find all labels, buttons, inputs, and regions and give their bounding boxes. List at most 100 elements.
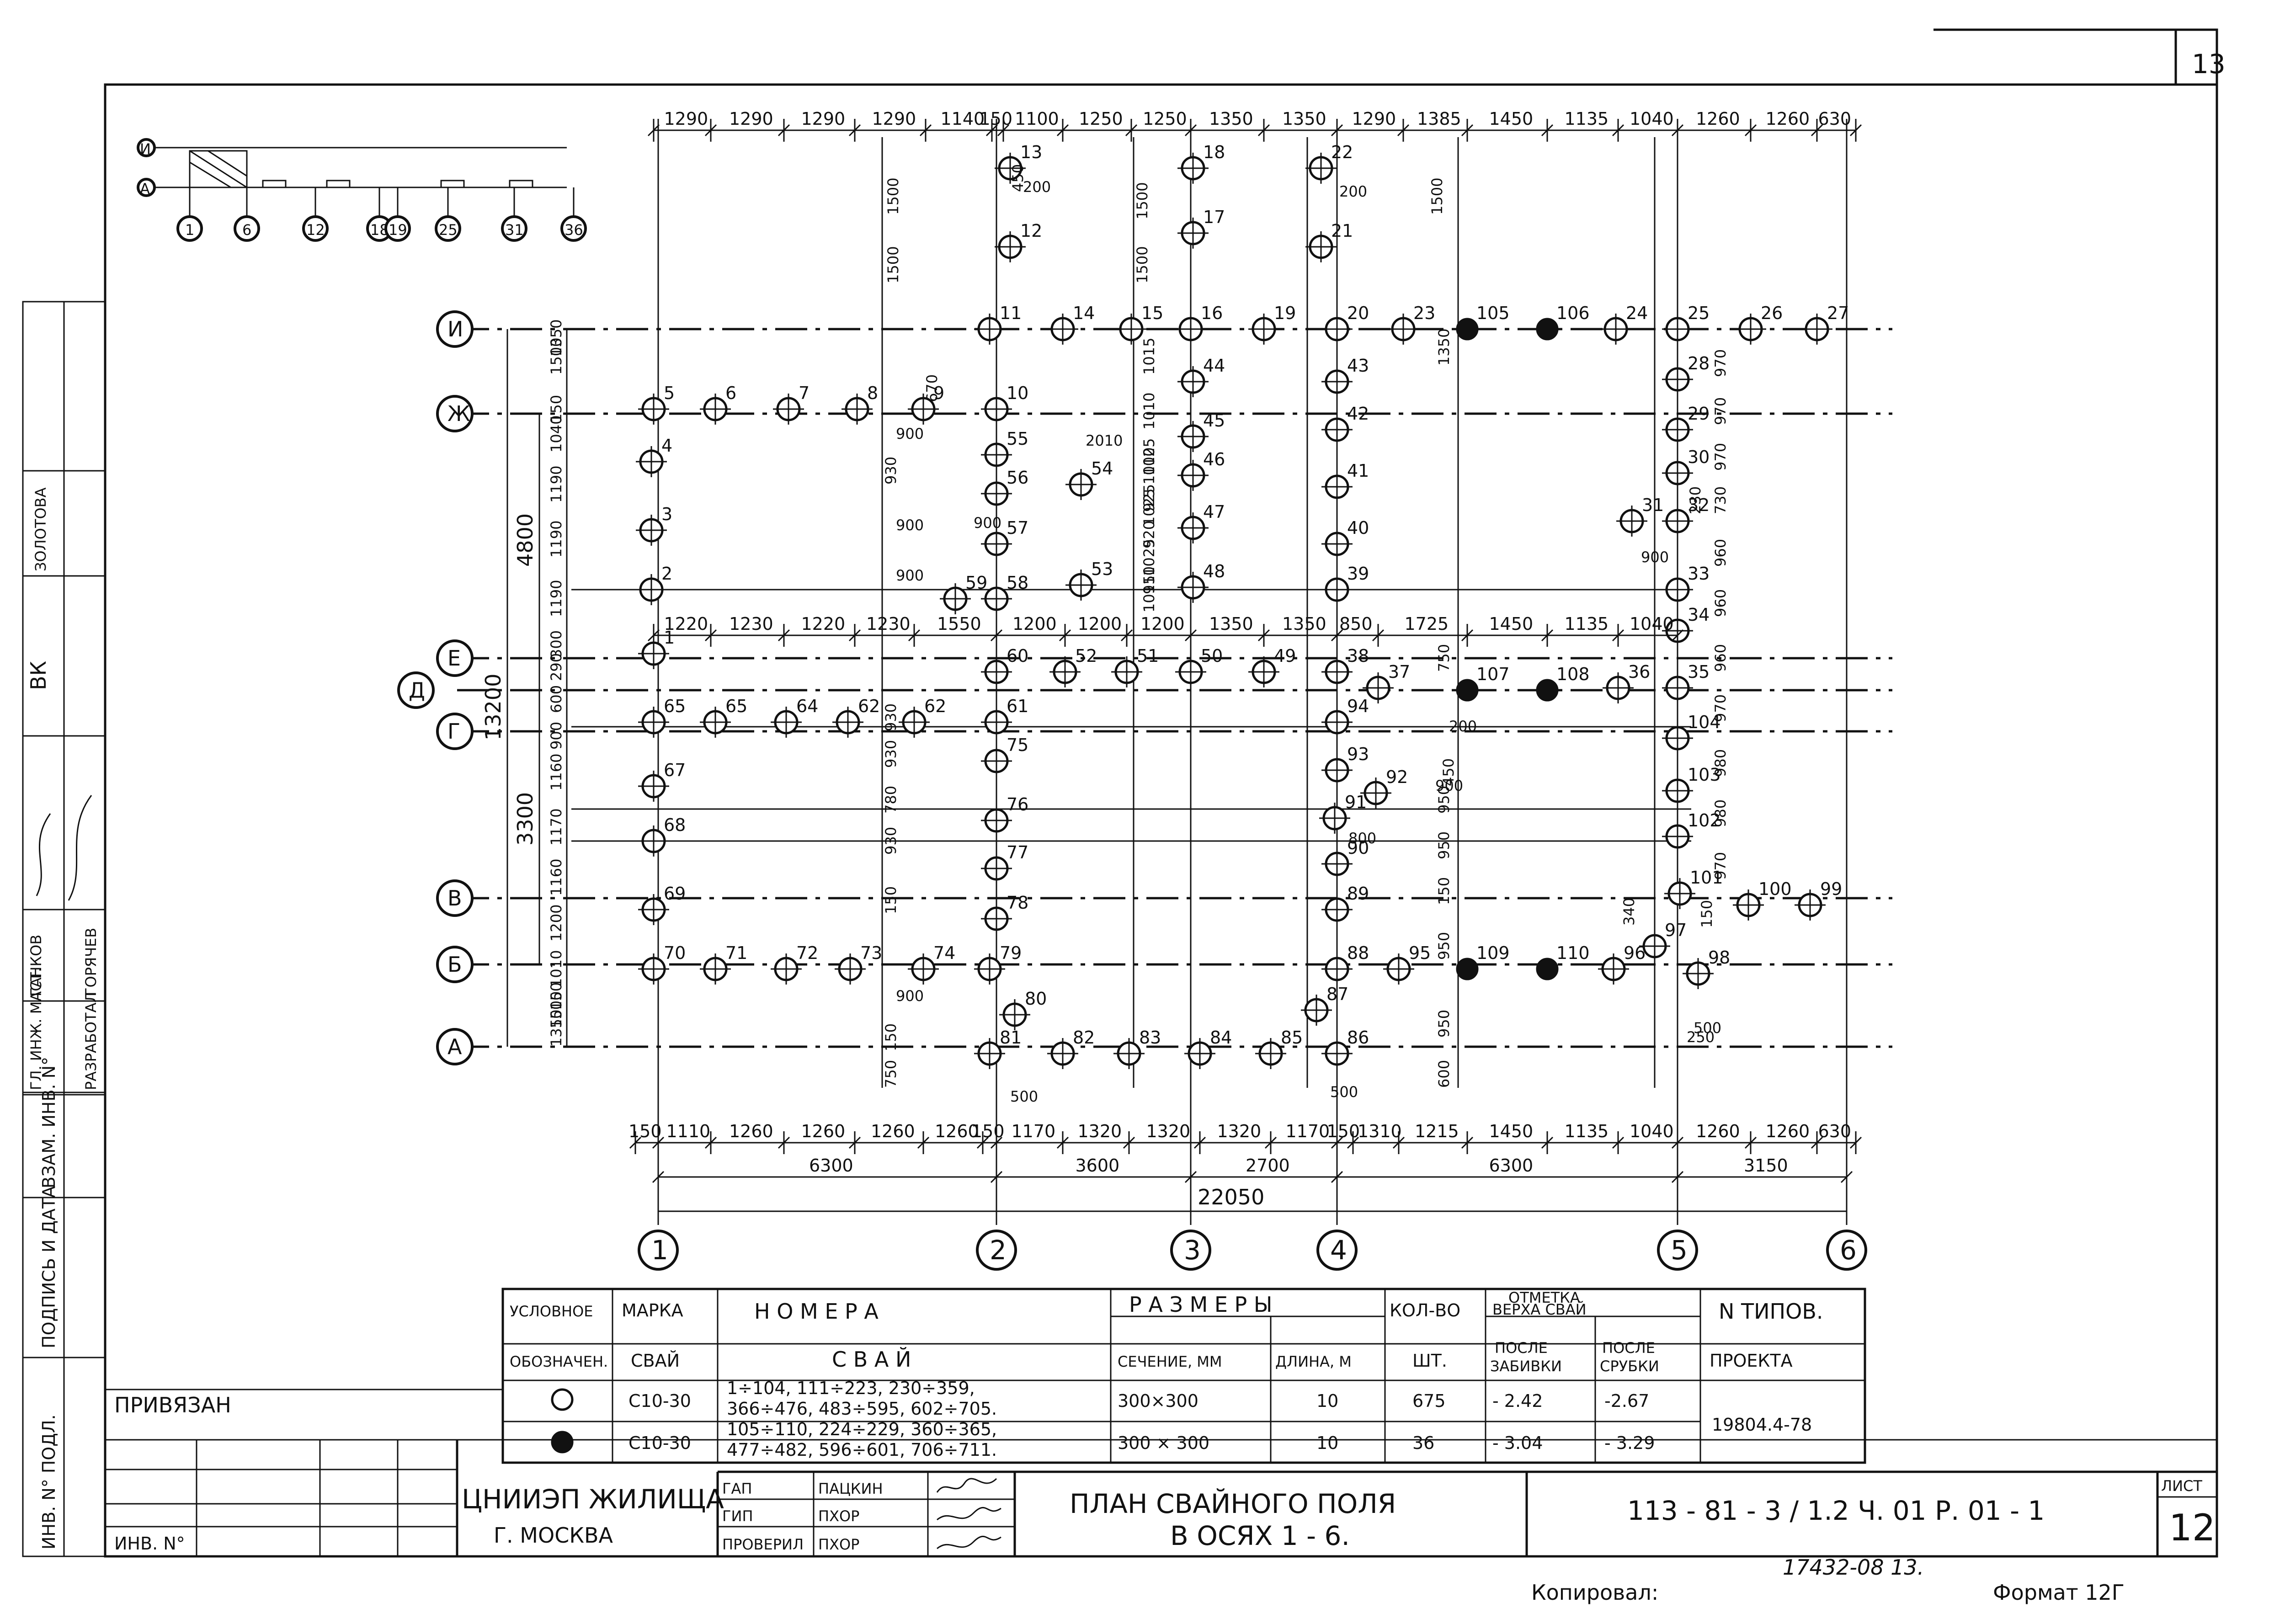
dim-mid-slash [1612, 629, 1625, 642]
pile-label: 105 [1476, 303, 1510, 323]
keyplan-hatch-line [208, 150, 247, 177]
dim-bottom-detail-slash [1193, 1136, 1206, 1149]
keyplan-col-label: 36 [565, 221, 583, 239]
pile-label: 85 [1281, 1028, 1303, 1048]
th-elev-b-1: ПОСЛЕ [1602, 1339, 1655, 1357]
dim-top-slash [1397, 124, 1410, 137]
org-name: ЦНИИЭП ЖИЛИЩА [462, 1484, 724, 1515]
pile-filled [1456, 318, 1479, 341]
legend-open-pile-symbol [551, 1388, 574, 1411]
pile-label: 11 [1000, 303, 1022, 323]
pile-label: 19 [1274, 303, 1296, 323]
keyplan-tooth [440, 180, 465, 188]
dim-mid-slash [1541, 629, 1554, 642]
left-stamp-strip: ИНВ. N° ПОДЛ. ПОДПИСЬ И ДАТА ВЗАМ. ИНВ. … [22, 301, 106, 1557]
axis-label-row: В [447, 886, 462, 911]
dim-bottom-detail-slash [1392, 1136, 1405, 1149]
dim-left-span-label: 1500 [548, 338, 565, 375]
dim-left-span-label: 150 [548, 982, 565, 1010]
pile-label: 70 [664, 943, 686, 963]
pile-label: 48 [1203, 561, 1225, 581]
pile-label: 68 [664, 815, 686, 835]
dim-bottom-detail-label: 1260 [729, 1121, 773, 1141]
th-length: ДЛИНА, М [1275, 1353, 1352, 1370]
dim-misc-label: 1015 [1140, 575, 1158, 612]
pile-label: 101 [1690, 868, 1723, 888]
keyplan-col-bubble [435, 215, 461, 242]
dim-misc-label: 920 [1140, 521, 1158, 548]
pile-filled [1536, 318, 1559, 341]
th-elev-1: ОТМЕТКА [1508, 1289, 1580, 1306]
dim-mid-label: 1725 [1405, 614, 1449, 634]
dim-left-span-label: 1500 [548, 991, 565, 1028]
dim-bottom-detail-label: 150 [629, 1121, 662, 1141]
dim-misc-label: 1500 [1134, 182, 1151, 219]
dim-misc-label: 970 [1712, 852, 1729, 880]
pile-label: 65 [664, 696, 686, 716]
strip-name-goryachev: ГОРЯЧЕВ [82, 928, 100, 996]
axis-label-col: 6 [1840, 1235, 1857, 1266]
sheet-top-number: 13 [2192, 48, 2226, 80]
pile-label: 102 [1688, 810, 1721, 831]
dim-bottom-detail-slash [1056, 1136, 1069, 1149]
dim-misc-label: 900 [974, 514, 1001, 532]
dim-top-slash [1811, 124, 1823, 137]
pile-label: 20 [1347, 303, 1369, 323]
pile-label: 81 [1000, 1028, 1022, 1048]
axis-label-row: Ж [447, 401, 470, 426]
dim-top-label: 630 [1818, 109, 1852, 129]
keyplan-tooth [326, 180, 351, 188]
dim-top-label: 1385 [1417, 109, 1461, 129]
dim-top-slash [1125, 124, 1138, 137]
dim-top-label: 1290 [664, 109, 708, 129]
dim-misc-label: 150 [882, 886, 900, 914]
axis-label-col: 2 [990, 1235, 1007, 1266]
dim-misc-label: 930 [882, 827, 900, 855]
dim-top-label: 1140 [941, 109, 985, 129]
pile-label: 8 [867, 383, 878, 403]
pile-label: 27 [1827, 303, 1849, 323]
sheet-number: 12 [2169, 1507, 2216, 1549]
axis-bubble-row [436, 879, 474, 917]
dim-bottom-detail-label: 1320 [1217, 1121, 1262, 1141]
dim-misc-label: 960 [1712, 539, 1729, 567]
th-mark-2: СВАЙ [631, 1351, 680, 1371]
pile-label: 62 [924, 696, 946, 716]
row1-elev-a: - 2.42 [1492, 1391, 1543, 1411]
axis-label-col: 4 [1330, 1235, 1347, 1266]
dim-misc-label: 670 [923, 374, 941, 402]
dim-bottom-detail-slash [1744, 1136, 1757, 1149]
pile-label: 76 [1007, 794, 1028, 815]
pile-label: 33 [1688, 564, 1710, 584]
pile-label: 26 [1761, 303, 1783, 323]
signatures [936, 1478, 1001, 1549]
dim-top-slash [1056, 124, 1069, 137]
org-city: Г. МОСКВА [494, 1523, 613, 1548]
dim-misc-label: 900 [1641, 548, 1669, 566]
pile-label: 47 [1203, 502, 1225, 522]
dim-bottom-detail-slash [1331, 1136, 1343, 1149]
dim-bottom-detail-label: 1215 [1415, 1121, 1459, 1141]
dim-misc-label: 500 [1330, 1083, 1358, 1101]
dim-top-label: 1250 [1079, 109, 1123, 129]
dim-left-span-label: 1190 [548, 580, 565, 617]
dim-mid-slash [647, 629, 660, 642]
dim-bottom-axes-slash [990, 1171, 1003, 1183]
th-elev-b-2: СРУБКИ [1600, 1358, 1659, 1375]
keyplan-col-bubble [176, 215, 203, 242]
axis-bubble-col [1316, 1230, 1358, 1271]
dim-bottom-detail-label: 1135 [1565, 1121, 1609, 1141]
pile-label: 45 [1203, 410, 1225, 431]
dim-top-slash [1849, 124, 1862, 137]
keyplan-hatch [189, 150, 248, 188]
dim-bottom-detail-label: 1170 [1012, 1121, 1056, 1141]
pile-label: 62 [858, 696, 880, 716]
keyplan-col-label: 31 [505, 221, 524, 239]
keyplan-col-label: 19 [389, 221, 407, 239]
dim-misc-label: 800 [1348, 830, 1376, 847]
dim-bottom-detail-label: 1260 [871, 1121, 915, 1141]
pile-label: 107 [1476, 664, 1510, 684]
dim-bottom-detail-slash [990, 1136, 1003, 1149]
pile-label: 52 [1075, 646, 1097, 666]
